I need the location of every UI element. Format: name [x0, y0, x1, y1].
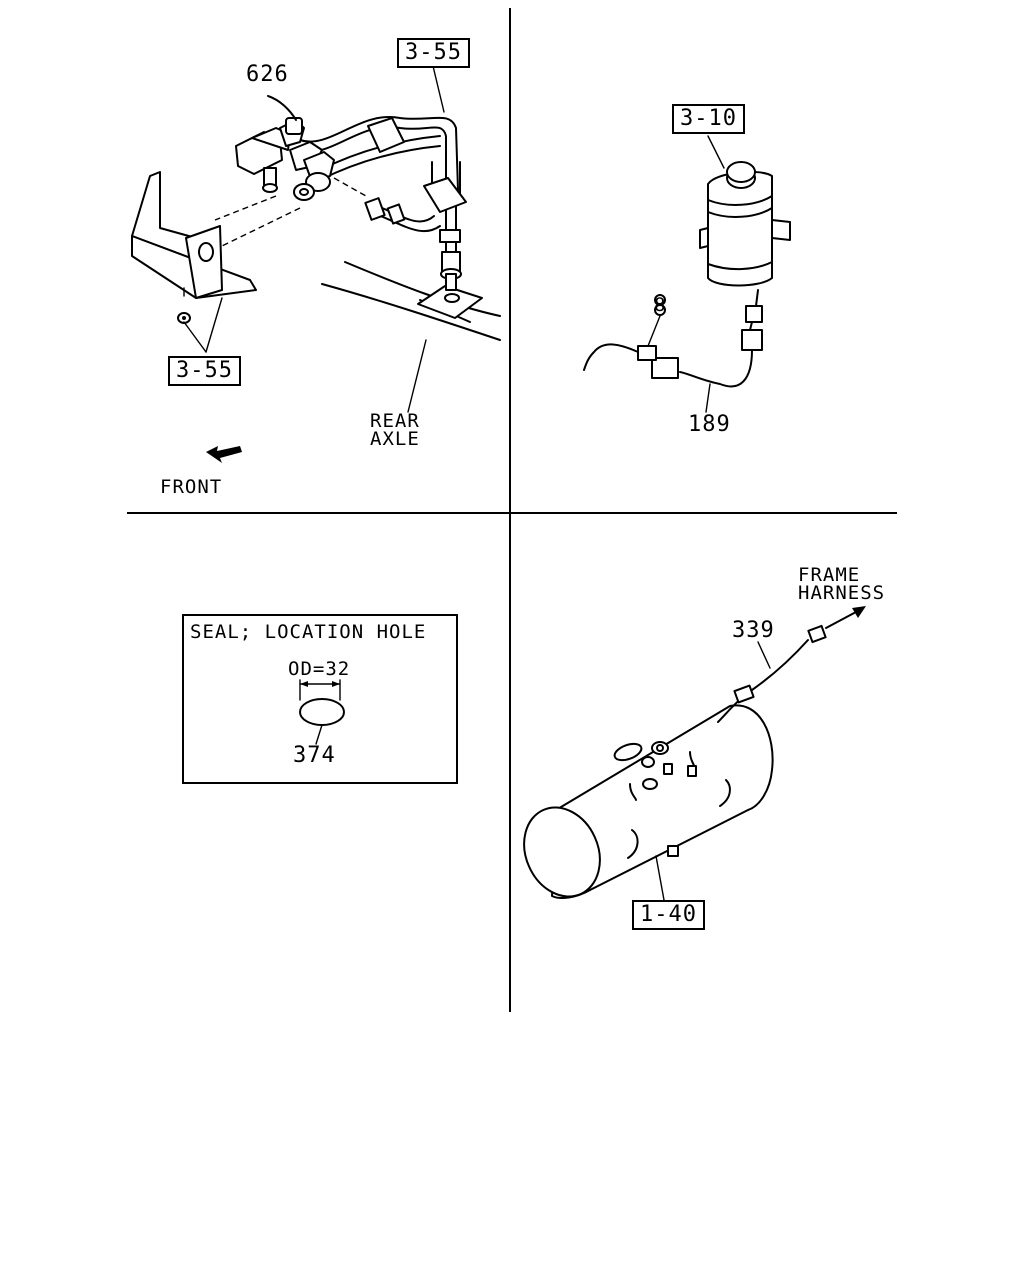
frame-harness-label-line2: HARNESS [798, 582, 886, 604]
reference-box-3-10: 3-10 [672, 104, 745, 134]
air-tank-assembly [523, 606, 866, 901]
callout-339: 339 [732, 618, 775, 643]
front-arrow-icon [206, 446, 242, 463]
reference-box-3-55-lower: 3-55 [168, 356, 241, 386]
reservoir-tank-assembly [583, 135, 791, 413]
front-label: FRONT [160, 476, 223, 498]
dimension-label: OD=32 [288, 658, 351, 680]
callout-8: 8 [654, 294, 667, 316]
callout-189: 189 [688, 412, 731, 437]
reference-box-1-40: 1-40 [632, 900, 705, 930]
seal-location-hole-box [182, 614, 458, 784]
reference-box-3-55-upper: 3-55 [397, 38, 470, 68]
rear-axle-label-line1: REAR [370, 410, 420, 432]
seal-detail [299, 679, 345, 745]
callout-626: 626 [246, 62, 289, 87]
brake-line-assembly [131, 65, 501, 413]
rear-axle-label-line2: AXLE [370, 428, 420, 450]
callout-374: 374 [293, 743, 336, 768]
frame-harness-label-line1: FRAME [798, 564, 861, 586]
seal-title: SEAL; LOCATION HOLE [190, 621, 427, 643]
quadrant-dividers [127, 8, 897, 1012]
